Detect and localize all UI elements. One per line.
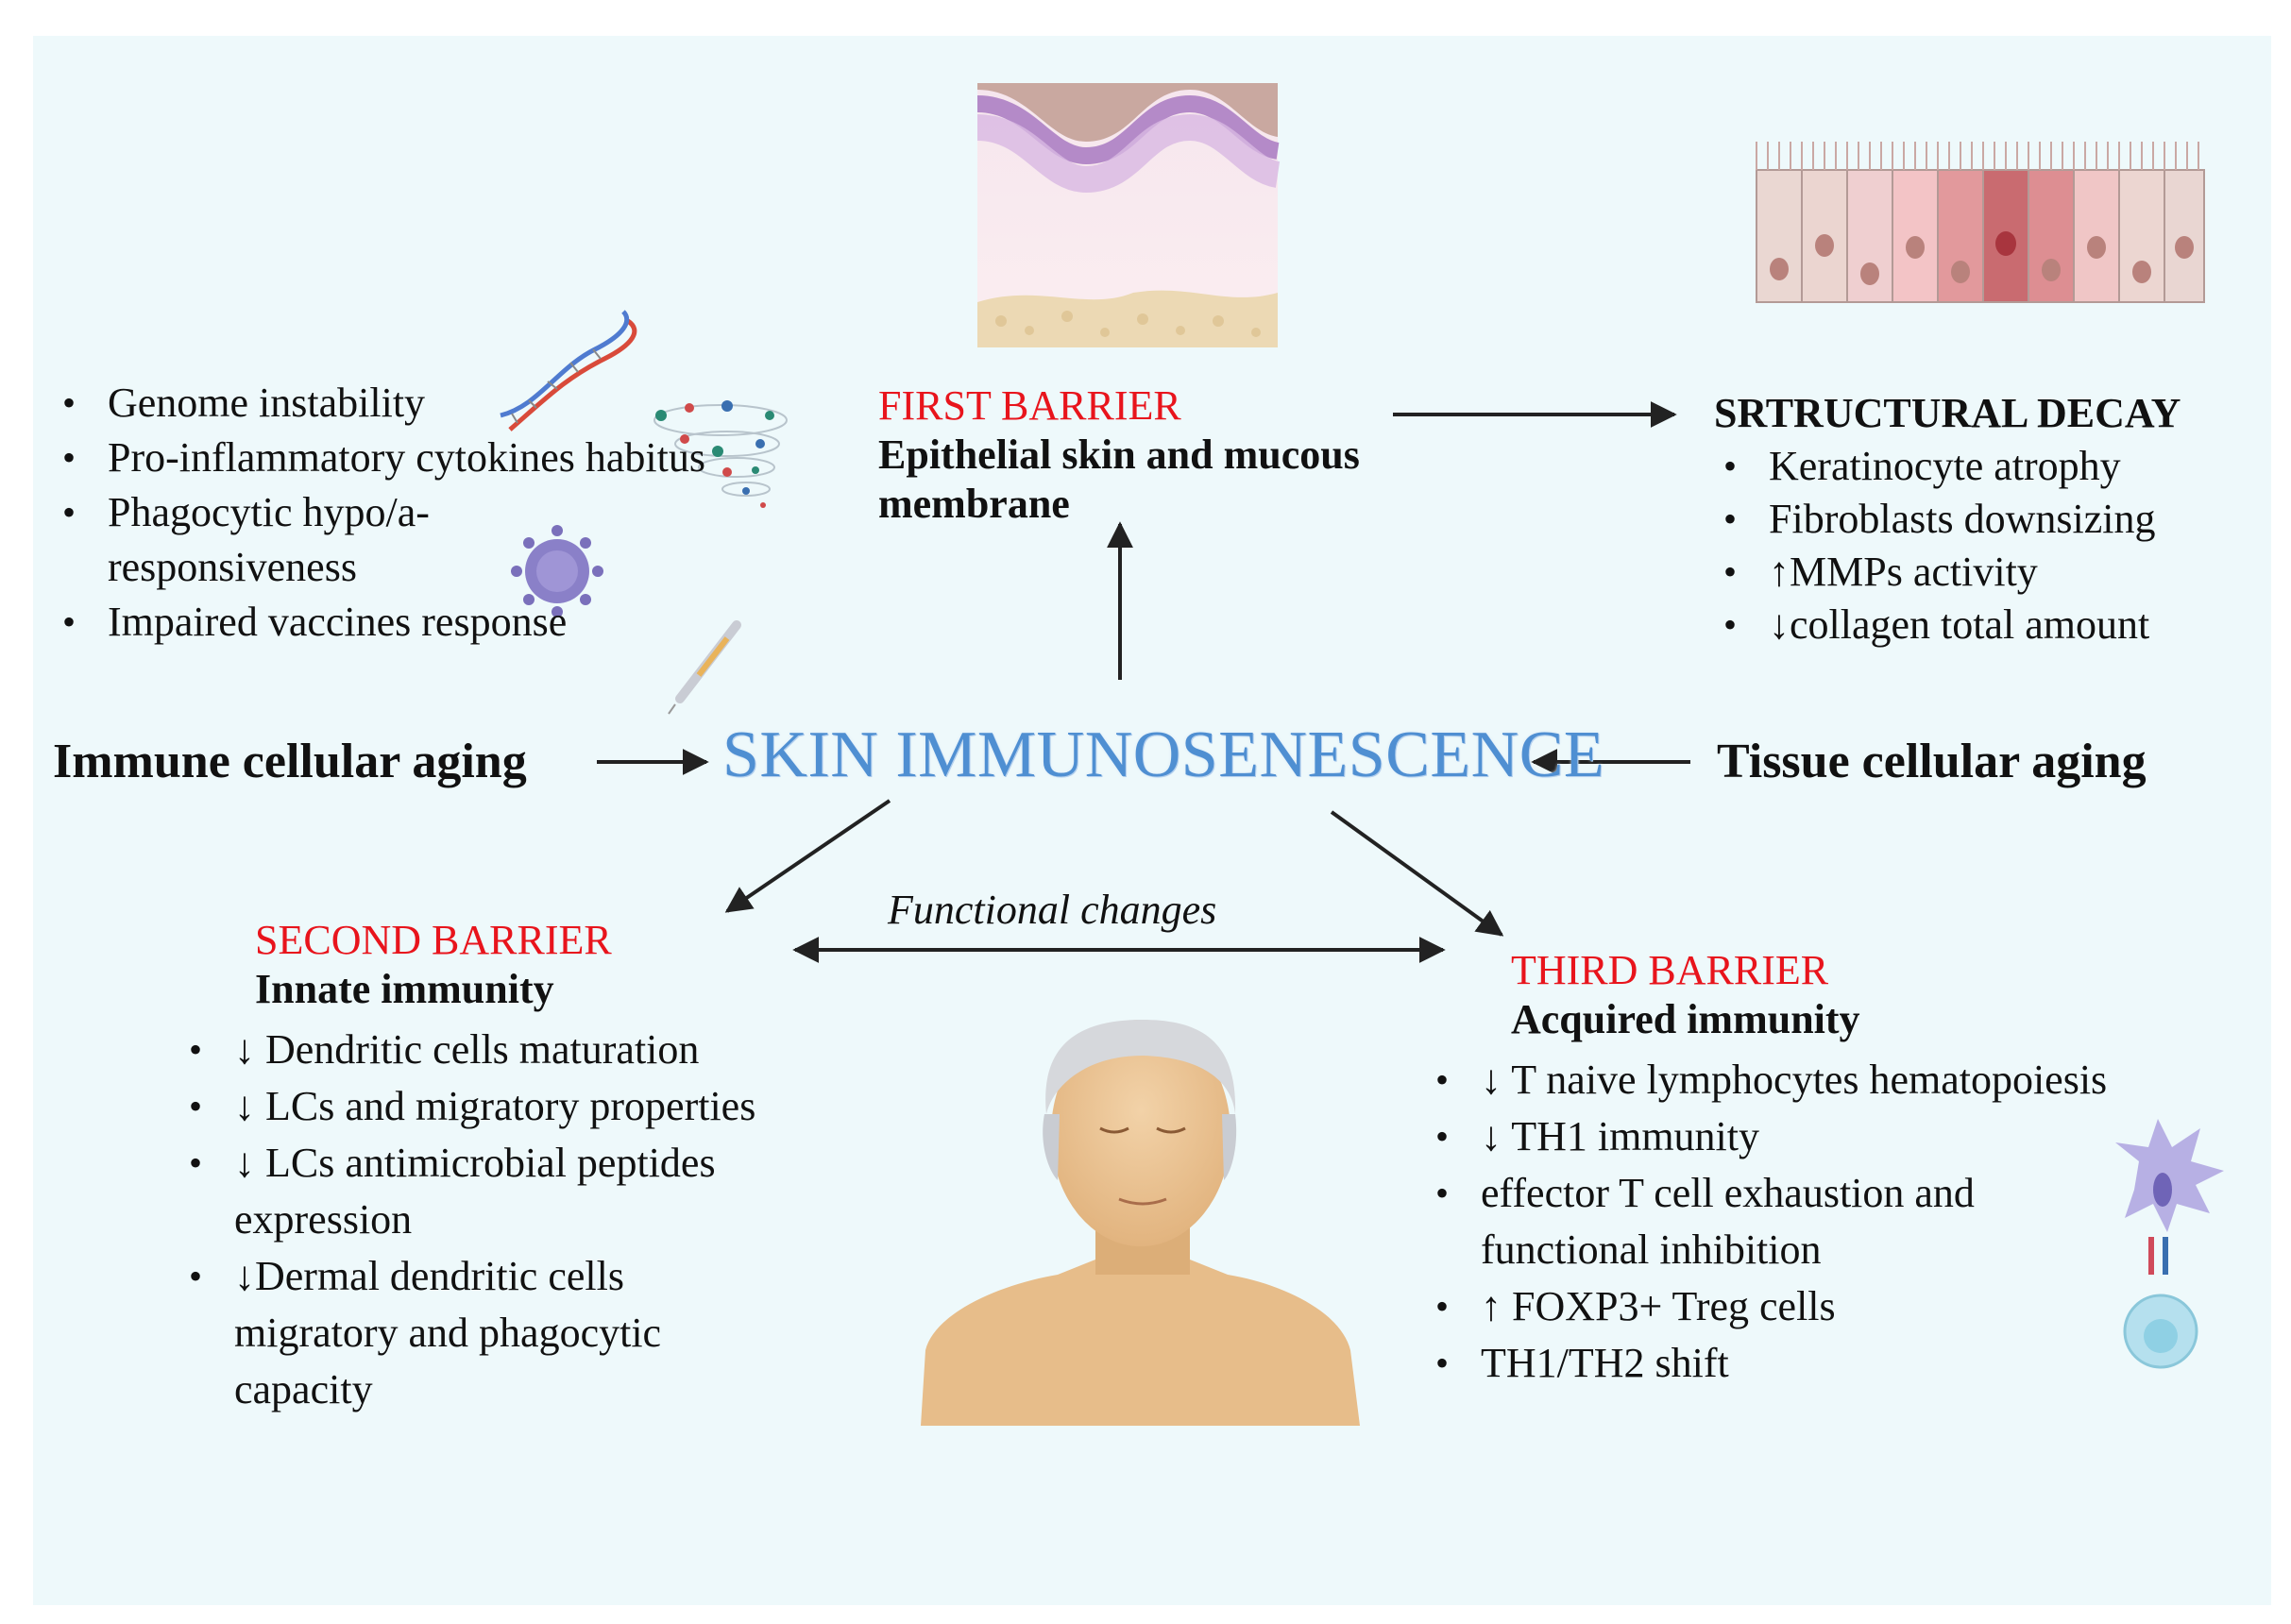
syringe-icon	[668, 620, 741, 715]
list-item: Keratinocyte atrophy	[1714, 440, 2262, 493]
epithelial-cells-illustration	[1756, 142, 2205, 303]
first-barrier-block: FIRST BARRIER Epithelial skin and mucous…	[878, 381, 1407, 529]
elderly-woman-illustration	[921, 1020, 1360, 1426]
list-item: ↑MMPs activity	[1714, 546, 2262, 599]
list-item: Genome instability	[53, 376, 714, 431]
third-barrier-title: THIRD BARRIER	[1511, 947, 1829, 993]
structural-decay-block: SRTRUCTURAL DECAY Keratinocyte atrophy F…	[1714, 389, 2262, 651]
list-item: ↓ LCs and migratory properties	[179, 1078, 897, 1135]
immune-cellular-aging-label: Immune cellular aging	[53, 735, 527, 788]
list-item: Phagocytic hypo/a-responsiveness	[53, 485, 636, 595]
first-barrier-title: FIRST BARRIER	[878, 382, 1181, 429]
list-item: effector T cell exhaustion and functiona…	[1426, 1165, 2123, 1278]
skin-section-illustration	[976, 83, 1281, 347]
list-item: Impaired vaccines response	[53, 595, 714, 650]
structural-decay-list: Keratinocyte atrophy Fibroblasts downsiz…	[1714, 440, 2262, 651]
third-barrier-subtitle: Acquired immunity	[1511, 996, 1860, 1042]
functional-changes-label: Functional changes	[888, 887, 1217, 933]
center-title: SKIN IMMUNOSENESCENCE	[722, 719, 1605, 791]
second-barrier-subtitle: Innate immunity	[255, 966, 554, 1012]
list-item: TH1/TH2 shift	[1426, 1335, 2257, 1392]
list-item: Pro-inflammatory cytokines habitus	[53, 431, 712, 485]
list-item: ↓ LCs antimicrobial peptides expression	[179, 1135, 857, 1248]
third-barrier-list: ↓ T naive lymphocytes hematopoiesis ↓ TH…	[1426, 1052, 2257, 1392]
list-item: Fibroblasts downsizing	[1714, 493, 2262, 546]
list-item: ↓ Dendritic cells maturation	[179, 1022, 897, 1078]
immune-aging-list: Genome instability Pro-inflammatory cyto…	[53, 376, 714, 650]
list-item: ↓Dermal dendritic cells migratory and ph…	[179, 1248, 782, 1418]
second-barrier-list: ↓ Dendritic cells maturation ↓ LCs and m…	[179, 1022, 897, 1418]
second-barrier-title: SECOND BARRIER	[255, 917, 612, 963]
list-item: ↓ T naive lymphocytes hematopoiesis	[1426, 1052, 2257, 1108]
tissue-cellular-aging-label: Tissue cellular aging	[1717, 735, 2147, 788]
list-item: ↑ FOXP3+ Treg cells	[1426, 1278, 2257, 1335]
third-barrier-block: THIRD BARRIER Acquired immunity ↓ T naiv…	[1426, 946, 2257, 1392]
structural-decay-title: SRTRUCTURAL DECAY	[1714, 390, 2181, 436]
second-barrier-block: SECOND BARRIER Innate immunity ↓ Dendrit…	[179, 916, 897, 1418]
list-item: ↓ TH1 immunity	[1426, 1108, 2257, 1165]
list-item: ↓collagen total amount	[1714, 599, 2262, 651]
first-barrier-subtitle: Epithelial skin and mucous membrane	[878, 431, 1360, 527]
